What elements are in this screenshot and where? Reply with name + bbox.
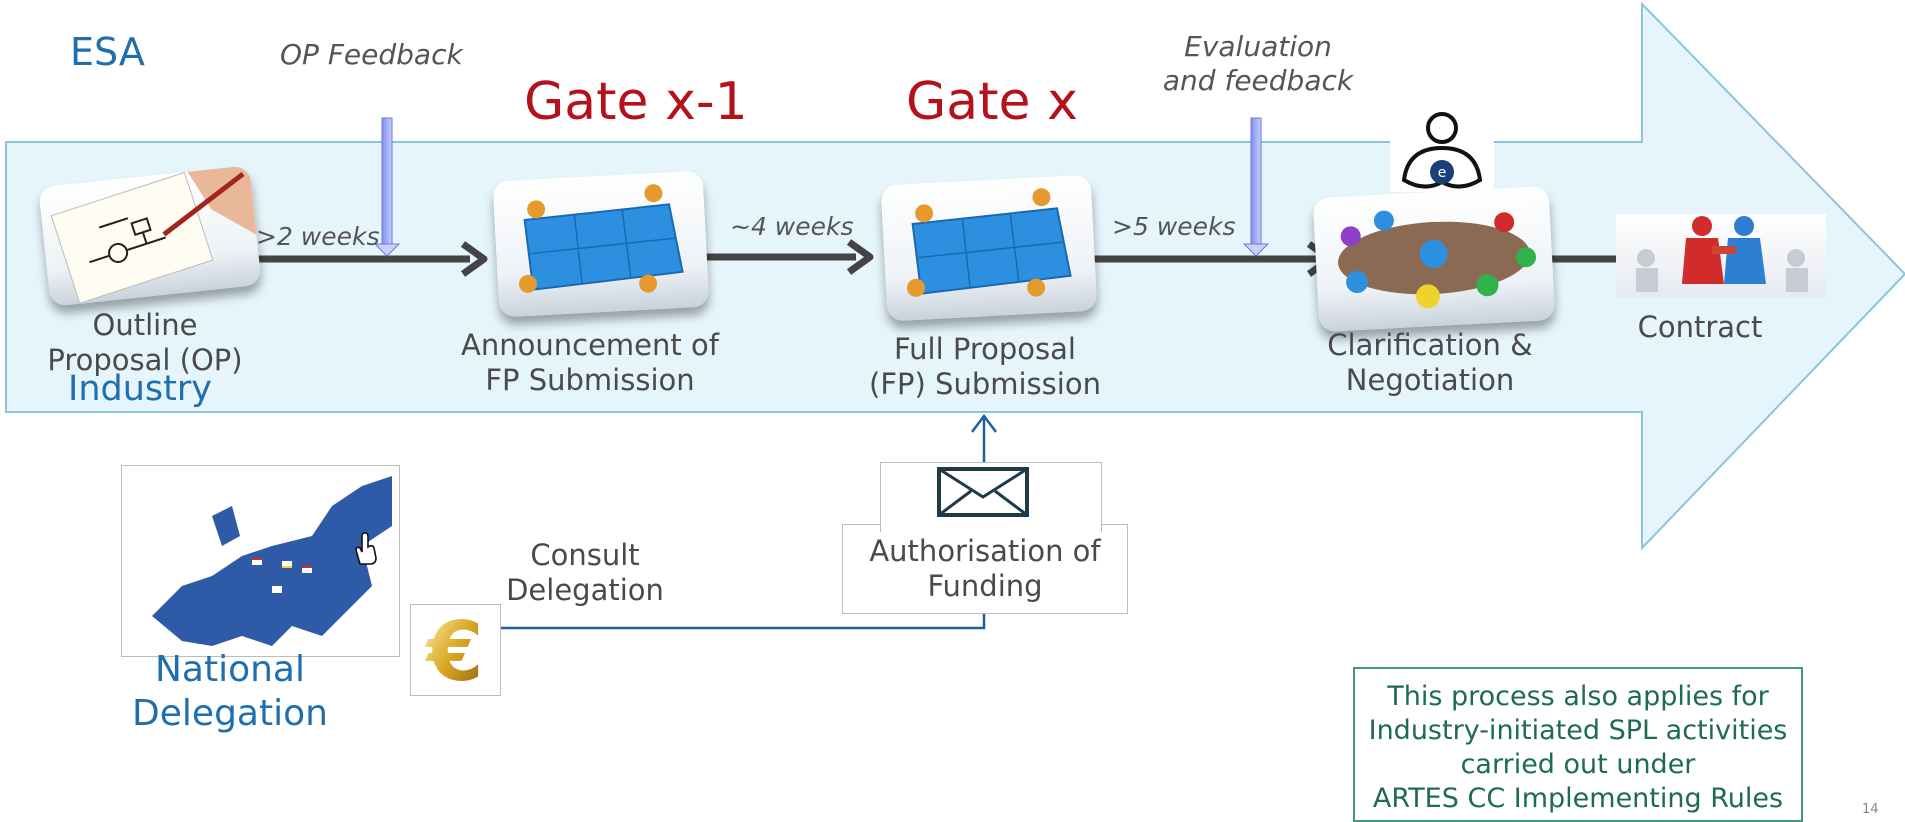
authorisation-line2: Funding bbox=[927, 569, 1043, 603]
note-line-4: ARTES CC Implementing Rules bbox=[1372, 783, 1784, 814]
gate-x-minus-1: Gate x-1 bbox=[524, 72, 748, 132]
eval-feedback-arrow bbox=[1242, 117, 1270, 257]
esa-label: ESA bbox=[70, 30, 145, 74]
negotiation-table-image bbox=[1312, 185, 1556, 333]
euro-icon: € bbox=[410, 604, 501, 700]
eval-feedback-line1: Evaluation bbox=[1184, 30, 1332, 63]
authorisation-line1: Authorisation of bbox=[869, 534, 1101, 568]
authorisation-up-arrow bbox=[971, 413, 997, 462]
envelope-icon bbox=[937, 467, 1029, 517]
page-number: 14 bbox=[1862, 802, 1879, 817]
step-3-line1: Full Proposal bbox=[894, 332, 1076, 366]
note-line-2: Industry-initiated SPL activities bbox=[1368, 715, 1788, 746]
announcement-puzzle-image bbox=[492, 170, 710, 318]
step-1-line2: Proposal (OP) bbox=[47, 343, 243, 377]
step-contract-label: Contract bbox=[1637, 310, 1763, 344]
consult-delegation-label: Consult Delegation bbox=[480, 538, 690, 608]
svg-text:e: e bbox=[1438, 165, 1447, 181]
step-4-line2: Negotiation bbox=[1345, 363, 1515, 397]
step-3-line2: (FP) Submission bbox=[869, 367, 1101, 401]
step-full-proposal-label: Full Proposal (FP) Submission bbox=[850, 332, 1120, 402]
step-outline-proposal-label: Outline Proposal (OP) bbox=[30, 308, 260, 378]
op-feedback-label: OP Feedback bbox=[280, 38, 463, 71]
note-line-3: carried out under bbox=[1460, 749, 1696, 780]
process-note-box: This process also applies for Industry-i… bbox=[1353, 667, 1803, 822]
step-4-line1: Clarification & bbox=[1327, 328, 1533, 362]
duration-2: ~4 weeks bbox=[730, 212, 854, 241]
duration-1: >2 weeks bbox=[256, 222, 380, 251]
op-feedback-arrow bbox=[373, 117, 401, 257]
eval-feedback-label: Evaluation and feedback bbox=[1158, 30, 1358, 98]
flow-arrow-2 bbox=[704, 239, 874, 275]
step-clarification-label: Clarification & Negotiation bbox=[1300, 328, 1560, 398]
step-2-line2: FP Submission bbox=[485, 363, 695, 397]
industry-label: Industry bbox=[68, 369, 212, 409]
esa-user-icon: e bbox=[1390, 110, 1494, 192]
full-proposal-puzzle-image bbox=[880, 174, 1098, 322]
outline-proposal-image bbox=[38, 165, 262, 307]
national-label-line1: National bbox=[154, 649, 305, 690]
authorisation-label: Authorisation of Funding bbox=[842, 534, 1128, 604]
flow-arrow-1 bbox=[248, 241, 488, 277]
note-line-1: This process also applies for bbox=[1387, 681, 1769, 712]
step-1-line1: Outline bbox=[92, 308, 198, 342]
consult-line2: Delegation bbox=[506, 573, 664, 607]
svg-text:€: € bbox=[424, 605, 483, 695]
authorisation-box bbox=[842, 524, 1128, 614]
duration-3: >5 weeks bbox=[1112, 212, 1236, 241]
eval-feedback-line2: and feedback bbox=[1162, 64, 1354, 97]
national-delegation-label: National Delegation bbox=[120, 648, 340, 736]
europe-map-image bbox=[121, 465, 400, 657]
envelope-box bbox=[880, 462, 1102, 532]
national-label-line2: Delegation bbox=[132, 693, 328, 734]
contract-handshake-image bbox=[1616, 214, 1826, 298]
step-announcement-label: Announcement of FP Submission bbox=[455, 328, 725, 398]
hand-cursor-icon bbox=[350, 532, 380, 570]
step-2-line1: Announcement of bbox=[461, 328, 719, 362]
consult-line1: Consult bbox=[530, 538, 640, 572]
gate-x: Gate x bbox=[906, 72, 1078, 132]
